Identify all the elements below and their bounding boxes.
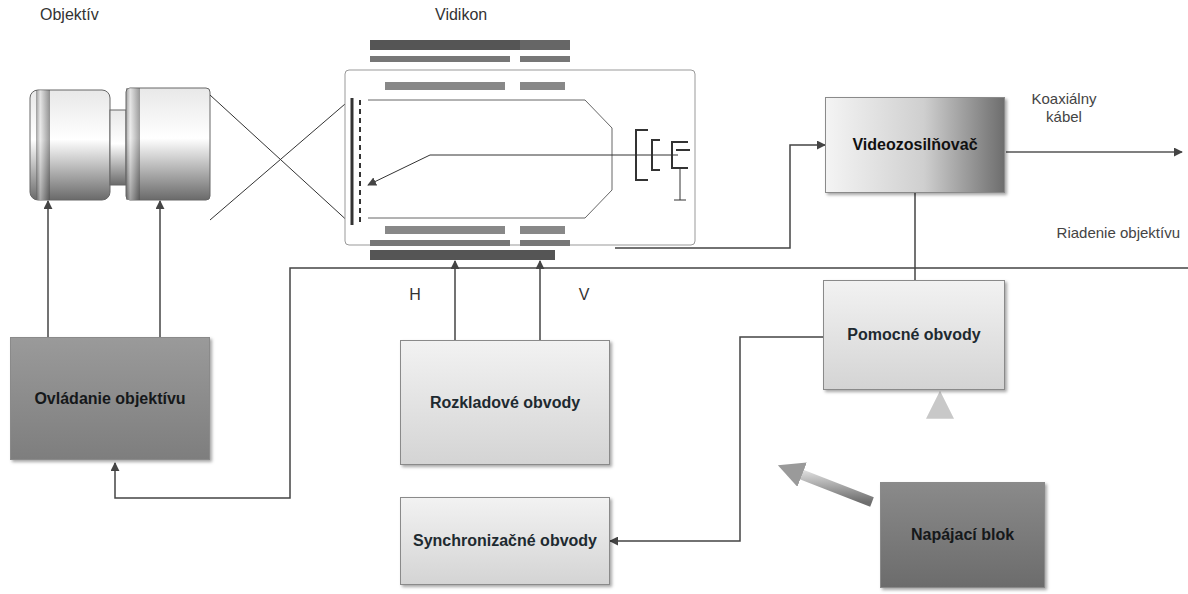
signal-connector (47, 201, 49, 337)
signal-connector (914, 193, 916, 280)
supply-arrow (790, 470, 872, 502)
signal-connector (615, 145, 825, 248)
signal-connector (159, 201, 161, 337)
box-label: Napájací blok (911, 525, 1014, 545)
cable-label: Koaxiálny kábel (1012, 90, 1116, 126)
box-label: Pomocné obvody (847, 325, 980, 345)
signal-connector (539, 261, 541, 340)
lens-illustration (30, 88, 210, 200)
box-label: Rozkladové obvody (430, 393, 580, 413)
amplifier-box: Videozosilňovač (825, 97, 1005, 193)
box-label: Synchronizačné obvody (413, 531, 597, 551)
lens: Objektív (30, 88, 210, 200)
box-label: Videozosilňovač (852, 135, 977, 155)
part-heading: Vidikon (435, 6, 487, 24)
vidicon-tube (345, 70, 695, 245)
optical-rays (210, 95, 352, 225)
power-arrow (933, 402, 947, 482)
control-box: Ovládanie objektívu (10, 337, 210, 460)
vidicon: Vidikon (345, 40, 700, 260)
coax-output (1006, 151, 1182, 153)
aux-box: Pomocné obvody (823, 280, 1005, 390)
power-box: Napájací blok (880, 482, 1045, 588)
signal-name: V (577, 286, 592, 304)
signal-connector (454, 261, 456, 340)
deflection-coils (370, 40, 570, 260)
control-label: Riadenie objektívu (1050, 224, 1180, 242)
signal-name: H (407, 286, 423, 304)
sync-box: Synchronizačné obvody (400, 497, 610, 585)
box-label: Ovládanie objektívu (34, 389, 185, 409)
scan-box: Rozkladové obvody (400, 340, 610, 465)
lens-control-line (115, 268, 1188, 498)
signal-connector (610, 337, 823, 541)
part-heading: Objektív (40, 6, 99, 24)
